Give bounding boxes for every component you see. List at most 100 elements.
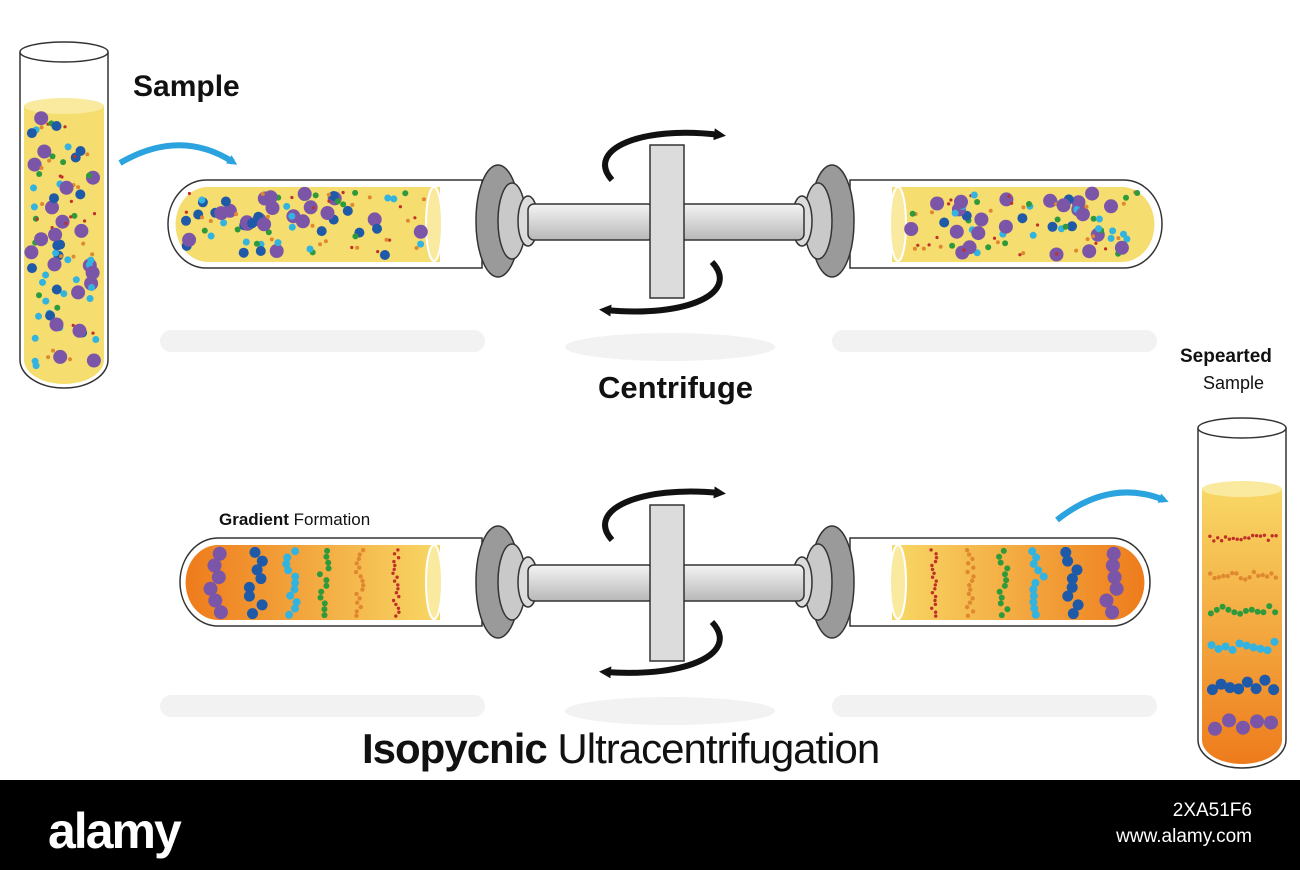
- particle: [71, 254, 76, 259]
- particle: [73, 154, 77, 159]
- particle: [1104, 199, 1118, 214]
- particle: [49, 317, 64, 332]
- brand-logo: alamy: [48, 803, 182, 859]
- particle: [1043, 193, 1058, 208]
- particle: [1269, 571, 1274, 576]
- particle: [42, 297, 50, 305]
- particle: [316, 571, 323, 578]
- particle: [1047, 221, 1058, 232]
- particle: [321, 612, 328, 619]
- particle: [1134, 190, 1141, 196]
- particle: [1095, 215, 1103, 223]
- particle: [1221, 642, 1230, 651]
- particle: [1082, 244, 1097, 259]
- particle: [1056, 198, 1071, 213]
- particle: [249, 546, 261, 558]
- particle: [356, 556, 362, 562]
- particle: [35, 217, 39, 221]
- particle: [376, 250, 380, 254]
- particle: [395, 575, 399, 579]
- particle: [326, 192, 331, 197]
- top-rotation-arrows-icon: [599, 128, 726, 317]
- particle: [1039, 572, 1048, 581]
- particle: [72, 323, 87, 338]
- particle: [91, 331, 95, 335]
- particle: [357, 565, 362, 570]
- particle: [334, 198, 341, 205]
- particle: [220, 219, 228, 227]
- particle: [292, 598, 301, 607]
- particle: [311, 206, 316, 210]
- particle: [1212, 575, 1217, 581]
- particle: [323, 553, 330, 560]
- particle: [998, 219, 1013, 234]
- particle: [30, 184, 37, 192]
- particle: [211, 570, 226, 585]
- particle: [87, 256, 95, 264]
- particle: [1242, 641, 1251, 650]
- particle: [965, 613, 971, 618]
- particle: [1237, 610, 1244, 617]
- particle: [1029, 585, 1038, 594]
- particle: [1002, 240, 1009, 247]
- particle: [1239, 537, 1243, 542]
- particle: [1212, 539, 1216, 543]
- particle: [398, 205, 402, 209]
- particle: [1251, 533, 1255, 538]
- particle: [372, 223, 382, 234]
- particle: [933, 602, 938, 607]
- particle: [247, 608, 258, 620]
- particle: [1262, 533, 1267, 537]
- particle: [355, 600, 360, 605]
- particle: [34, 111, 49, 126]
- particle: [1238, 576, 1244, 581]
- particle: [935, 235, 939, 240]
- particle: [402, 190, 409, 197]
- particle: [207, 232, 215, 240]
- particle: [933, 587, 937, 591]
- particle: [1029, 598, 1038, 607]
- particle: [234, 212, 239, 217]
- particle: [1084, 204, 1089, 209]
- separated-tube: [1197, 417, 1287, 769]
- particle: [397, 594, 401, 599]
- particle: [355, 245, 360, 250]
- particle: [284, 566, 293, 575]
- particle: [413, 224, 428, 239]
- particle: [328, 191, 339, 201]
- particle: [933, 583, 937, 587]
- particle: [74, 223, 89, 238]
- particle: [397, 610, 401, 614]
- top-left-particles: [181, 186, 428, 260]
- particle: [964, 604, 970, 610]
- particle: [90, 252, 95, 257]
- bottom-left-tube: [179, 537, 483, 627]
- particle: [1236, 720, 1250, 735]
- particle: [354, 609, 359, 614]
- particle: [213, 605, 228, 620]
- particle: [86, 172, 93, 179]
- particle: [1216, 536, 1220, 540]
- particle: [1123, 194, 1129, 201]
- particle: [42, 271, 50, 279]
- particle: [286, 591, 295, 600]
- particle: [247, 218, 258, 229]
- particle: [360, 578, 365, 583]
- particle: [998, 612, 1005, 619]
- particle: [1067, 608, 1079, 620]
- particle: [285, 610, 294, 619]
- particle: [1213, 606, 1220, 613]
- particle: [64, 143, 72, 151]
- gradient-bands-right: [929, 546, 1124, 620]
- gradient-label-bold: Gradient: [219, 510, 289, 529]
- particle: [297, 186, 312, 201]
- particle: [291, 579, 300, 587]
- particle: [1260, 609, 1267, 616]
- particle: [396, 556, 401, 560]
- particle: [51, 121, 62, 131]
- particle: [40, 202, 45, 206]
- particle: [1066, 573, 1078, 585]
- title-plain: Ultracentrifugation: [557, 725, 880, 772]
- particle: [1235, 639, 1244, 648]
